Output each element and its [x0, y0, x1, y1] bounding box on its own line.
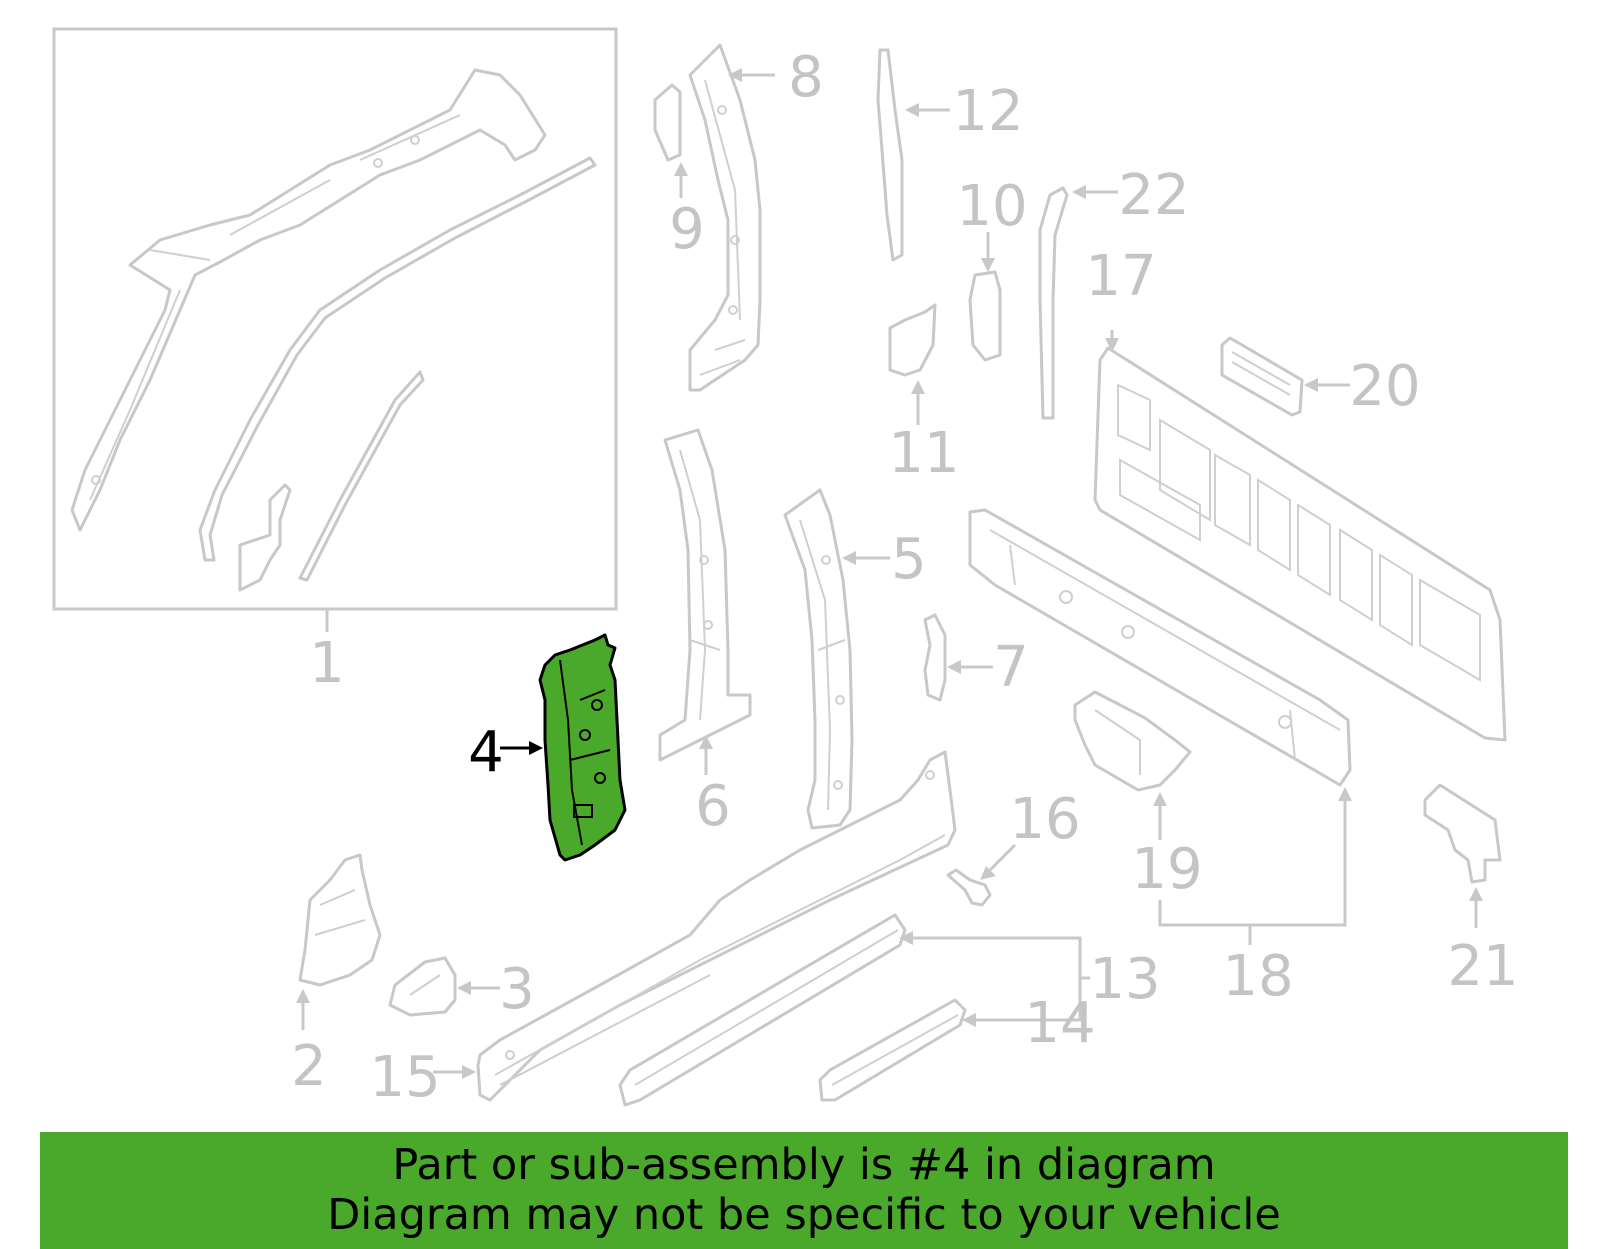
part-21[interactable]	[1423, 783, 1502, 884]
banner-line-1: Part or sub-assembly is #4 in diagram	[392, 1140, 1216, 1190]
part-13[interactable]	[618, 913, 907, 1107]
callout-20[interactable]: 20	[1349, 354, 1420, 419]
callout-14[interactable]: 14	[1024, 991, 1095, 1056]
part-20[interactable]	[1220, 336, 1304, 417]
callout-10[interactable]: 10	[956, 174, 1027, 239]
part-2[interactable]	[298, 853, 382, 987]
callout-7[interactable]: 7	[993, 635, 1029, 700]
callout-4[interactable]: 4	[468, 720, 504, 785]
callout-2[interactable]: 2	[291, 1034, 327, 1099]
callout-5[interactable]: 5	[891, 527, 927, 592]
callout-22[interactable]: 22	[1118, 163, 1189, 228]
callout-12[interactable]: 12	[952, 79, 1023, 144]
part-15[interactable]	[476, 750, 957, 1102]
callout-17[interactable]: 17	[1085, 244, 1156, 309]
part-12[interactable]	[876, 48, 904, 262]
callout-15[interactable]: 15	[369, 1045, 440, 1110]
callout-13[interactable]: 13	[1089, 947, 1160, 1012]
part-3[interactable]	[388, 956, 457, 1017]
part-8[interactable]	[688, 43, 762, 392]
callout-19[interactable]: 19	[1131, 837, 1202, 902]
callout-3[interactable]: 3	[499, 957, 535, 1022]
part-16[interactable]	[946, 868, 992, 907]
part-6[interactable]	[658, 428, 752, 762]
callout-1[interactable]: 1	[309, 631, 345, 696]
part-19[interactable]	[1073, 690, 1192, 792]
callout-6[interactable]: 6	[695, 774, 731, 839]
callout-8[interactable]: 8	[788, 45, 824, 110]
part-18[interactable]	[968, 508, 1352, 787]
part-14[interactable]	[818, 998, 967, 1102]
callout-11[interactable]: 11	[888, 421, 959, 486]
part-17[interactable]	[1093, 346, 1507, 742]
callout-21[interactable]: 21	[1447, 934, 1518, 999]
callout-9[interactable]: 9	[669, 197, 705, 262]
part-11[interactable]	[888, 303, 937, 377]
part-10[interactable]	[968, 270, 1002, 362]
part-22[interactable]	[1038, 186, 1069, 420]
part-1-assembly[interactable]	[52, 27, 618, 611]
part-7[interactable]	[923, 613, 947, 702]
part-9[interactable]	[653, 83, 682, 162]
callout-16[interactable]: 16	[1009, 787, 1080, 852]
part-5[interactable]	[783, 488, 854, 830]
info-banner: Part or sub-assembly is #4 in diagram Di…	[40, 1132, 1568, 1249]
part-4-highlighted[interactable]	[538, 633, 627, 862]
parts-diagram: 1 8 9 12 10 22 11 17	[52, 27, 1519, 1110]
callout-18[interactable]: 18	[1222, 944, 1293, 1009]
banner-line-2: Diagram may not be specific to your vehi…	[327, 1190, 1281, 1240]
